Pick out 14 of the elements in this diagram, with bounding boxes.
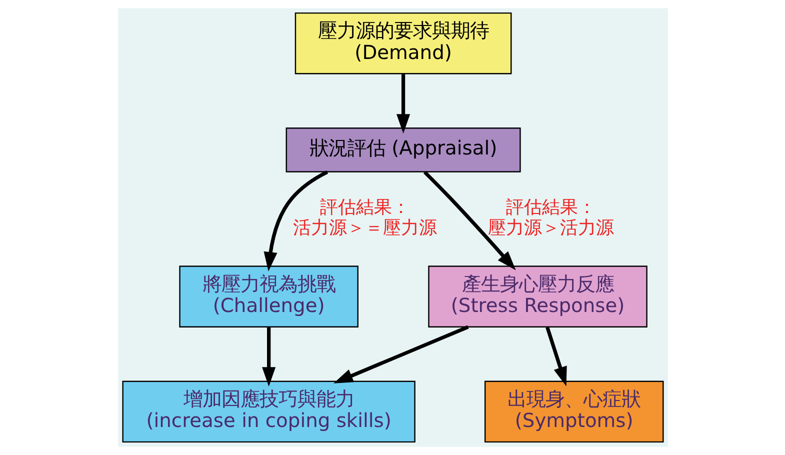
edge-label: 評估結果：活力源＞＝壓力源	[292, 196, 437, 239]
node-box: 增加因應技巧與能力 (increase in coping skills)	[122, 380, 415, 443]
node-box: 出現身、心症狀 (Symptoms)	[484, 380, 664, 443]
node-box: 產生身心壓力反應 (Stress Response)	[428, 266, 647, 328]
arrow	[545, 326, 566, 386]
arrow	[422, 170, 516, 270]
arrow	[396, 74, 410, 134]
arrow	[333, 325, 468, 384]
node-box: 壓力源的要求與期待 (Demand)	[294, 12, 512, 74]
arrow	[262, 327, 276, 387]
edge-label: 評估結果：壓力源＞活力源	[488, 196, 614, 239]
arrow	[263, 170, 328, 272]
node-box: 狀況評估 (Appraisal)	[285, 128, 520, 172]
node-box: 將壓力視為挑戰 (Challenge)	[178, 266, 358, 328]
